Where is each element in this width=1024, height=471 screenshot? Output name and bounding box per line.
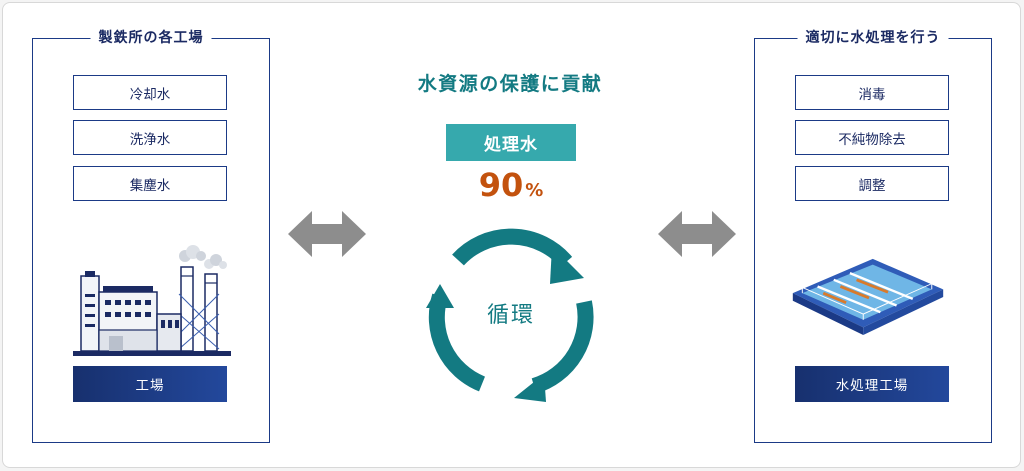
factory-label: 工場 bbox=[73, 366, 227, 402]
percentage-unit: % bbox=[525, 180, 544, 201]
treatment-panel: 適切に水処理を行う 消毒 不純物除去 調整 水処理工場 bbox=[754, 28, 992, 443]
double-arrow-icon bbox=[288, 211, 366, 257]
recycle-percentage: 90% bbox=[446, 166, 576, 204]
treatment-plant-label: 水処理工場 bbox=[795, 366, 949, 402]
treated-water-badge: 処理水 bbox=[446, 124, 576, 161]
treatment-item-impurity-removal: 不純物除去 bbox=[795, 120, 949, 155]
treatment-item-disinfection: 消毒 bbox=[795, 75, 949, 110]
water-treatment-plant-icon bbox=[792, 258, 944, 336]
double-arrow-icon bbox=[658, 211, 736, 257]
cycle-label: 循環 bbox=[486, 303, 535, 328]
factory-item-dust-water: 集塵水 bbox=[73, 166, 227, 201]
treatment-item-adjustment: 調整 bbox=[795, 166, 949, 201]
cycle-arrows-icon bbox=[426, 228, 594, 402]
center-title: 水資源の保護に貢献 bbox=[417, 73, 603, 95]
factory-panel: 製鉄所の各工場 冷却水 洗浄水 集塵水 bbox=[32, 28, 270, 443]
percentage-value: 90 bbox=[478, 166, 524, 204]
factory-icon bbox=[73, 245, 231, 356]
factory-item-washing-water: 洗浄水 bbox=[73, 120, 227, 155]
treatment-panel-title: 適切に水処理を行う bbox=[797, 28, 949, 48]
factory-item-cooling-water: 冷却水 bbox=[73, 75, 227, 110]
factory-panel-title: 製鉄所の各工場 bbox=[90, 28, 212, 48]
